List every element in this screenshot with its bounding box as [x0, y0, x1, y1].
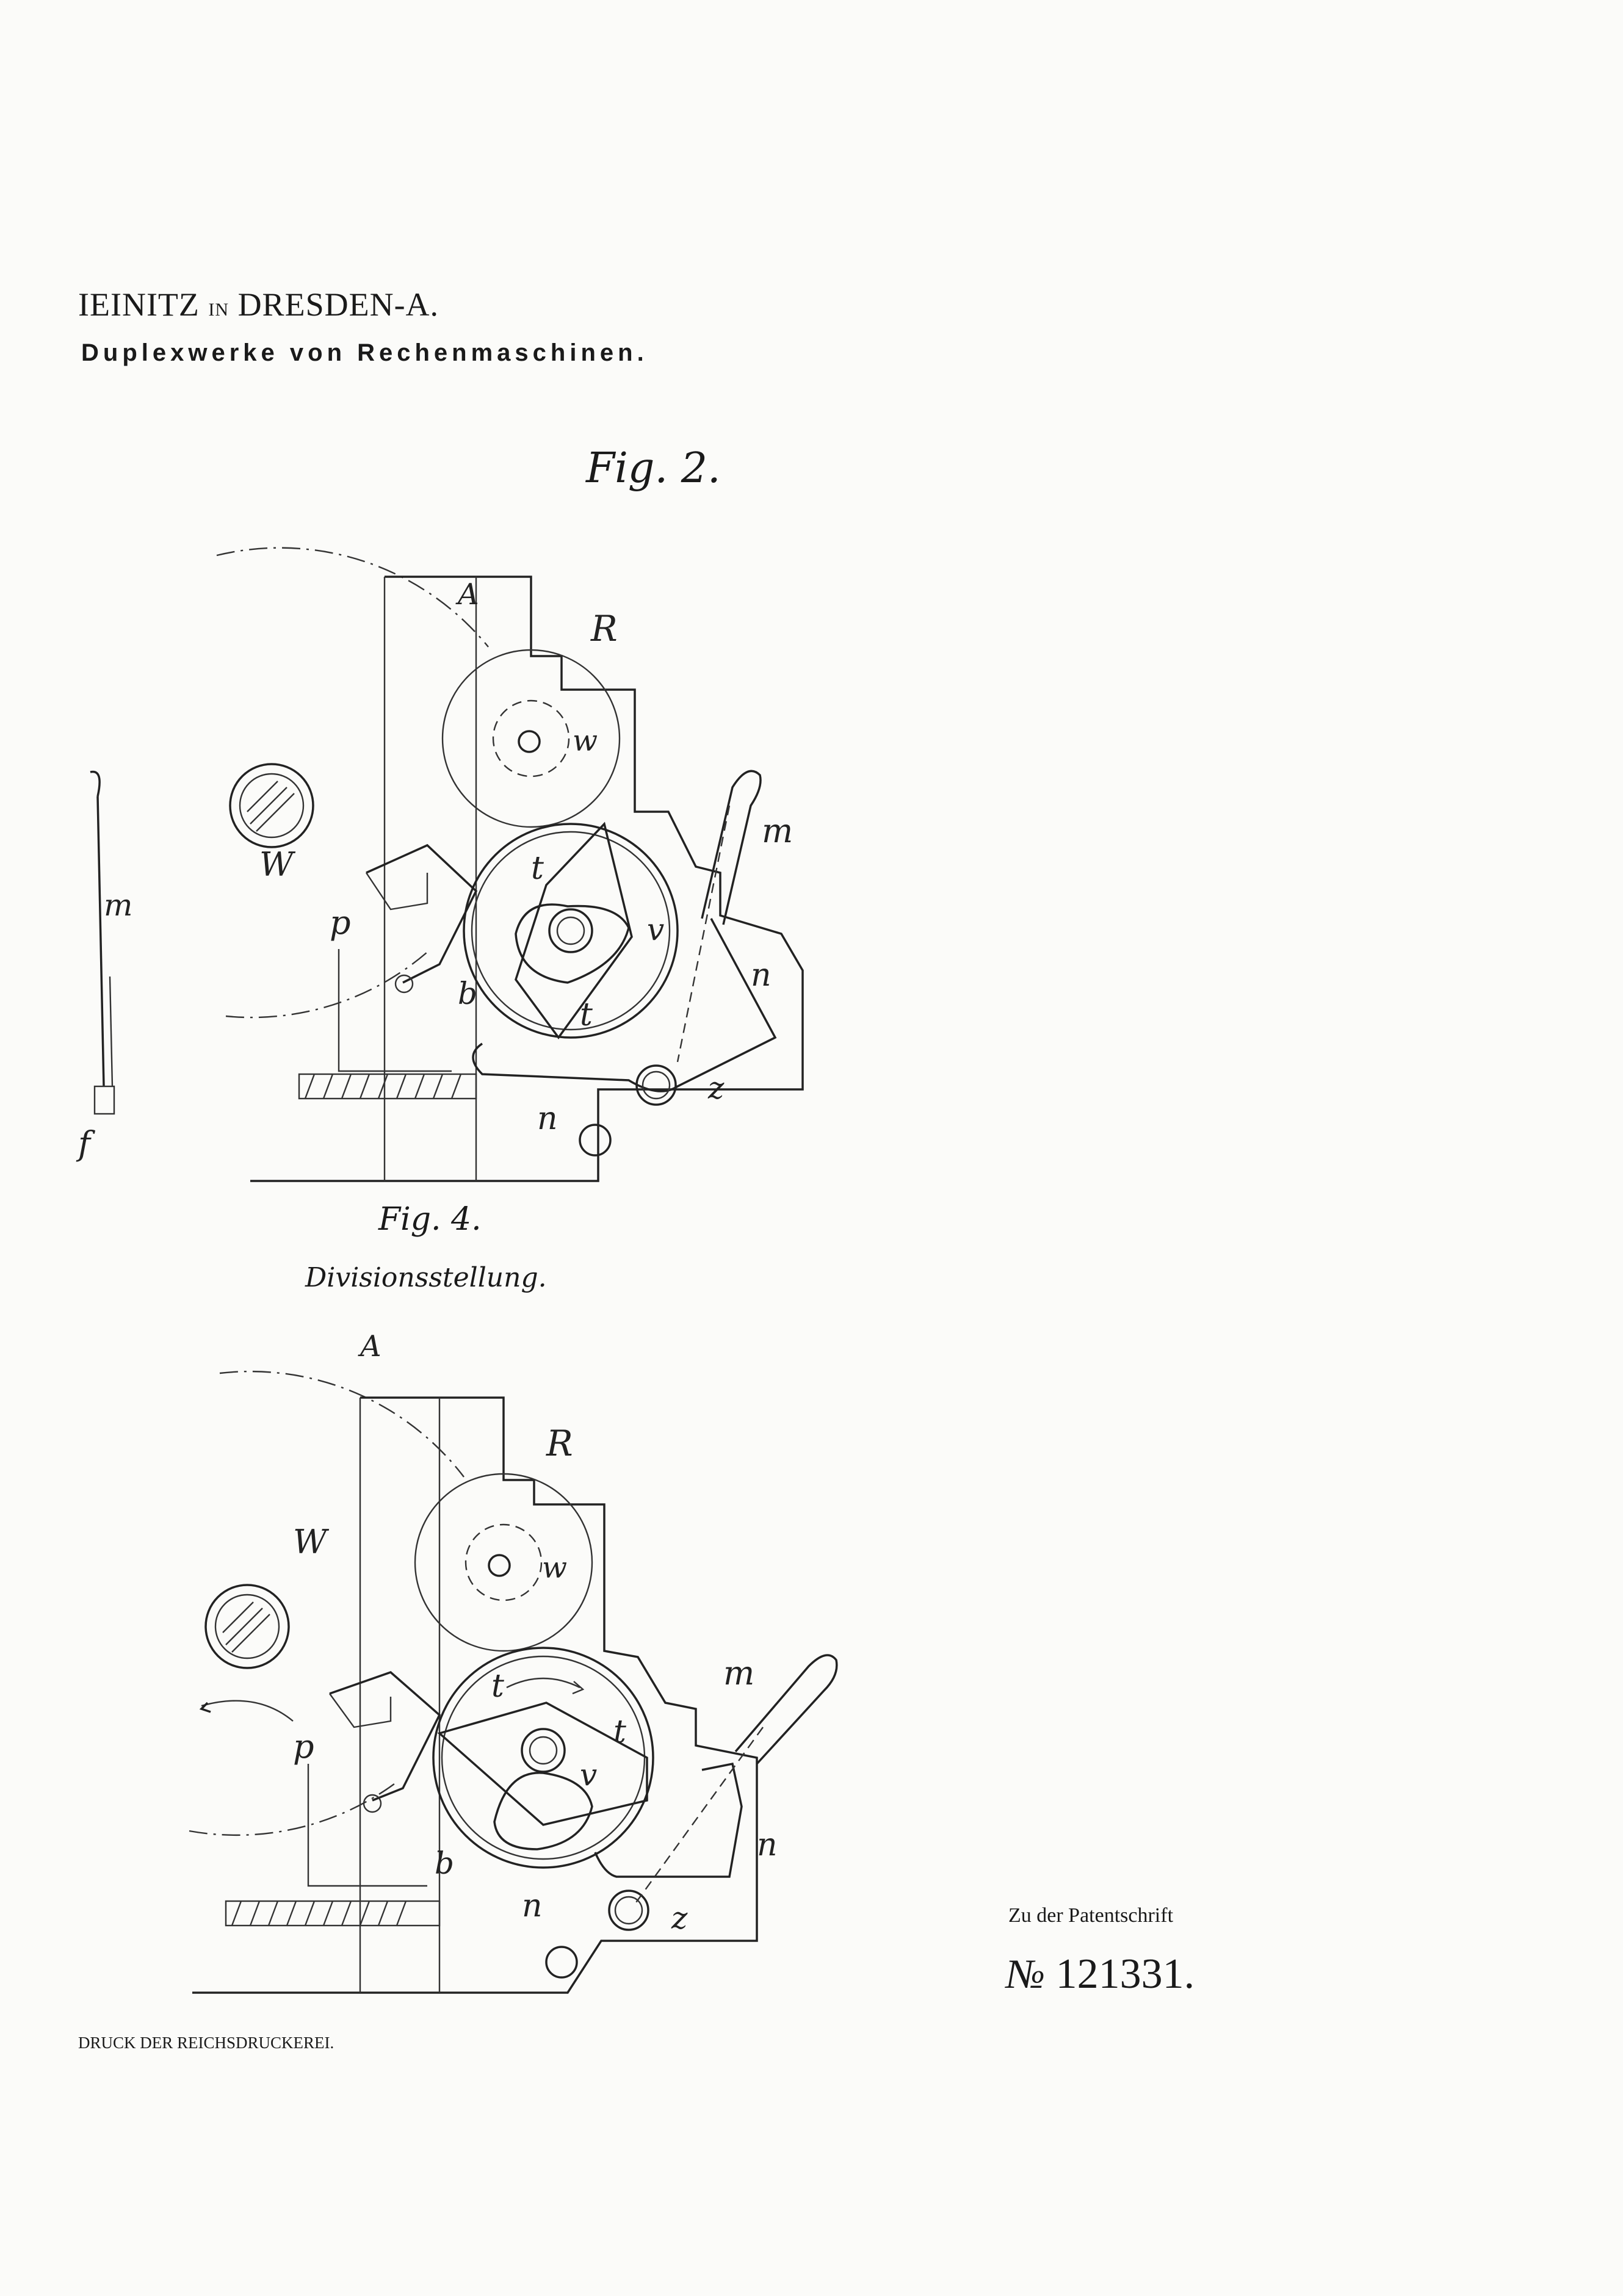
fig4-part-n2: n — [522, 1888, 543, 1924]
fig2-part-m: m — [762, 812, 793, 850]
fig2-part-R: R — [590, 608, 618, 649]
fig2-part-p: p — [330, 903, 351, 942]
fig2-part-W: W — [259, 845, 296, 884]
fig2-part-t2: t — [580, 997, 593, 1033]
fig4-part-b: b — [435, 1846, 454, 1881]
fig4-part-t1: t — [491, 1668, 504, 1705]
number-sign: № — [1006, 1951, 1046, 1997]
fig4-part-R: R — [546, 1423, 573, 1464]
fig4-part-z: z — [671, 1901, 688, 1936]
author-name: IEINITZ — [78, 286, 200, 323]
fig2-part-A: A — [455, 577, 479, 612]
patent-title: Duplexwerke von Rechenmaschinen. — [81, 339, 648, 366]
fig2-part-v: v — [647, 912, 664, 947]
header-author: IEINITZ IN DRESDEN-A. — [78, 286, 439, 323]
fig4-label: Fig. 4. — [378, 1201, 482, 1238]
fig4-part-w: w — [542, 1551, 567, 1585]
fig4-part-A: A — [358, 1329, 381, 1363]
fig4-caption: Divisionsstellung. — [305, 1262, 547, 1293]
fig4-part-W: W — [293, 1523, 330, 1561]
fig2-part-t1: t — [531, 850, 544, 887]
fig4-part-t2: t — [613, 1714, 626, 1750]
fig2-part-w: w — [573, 724, 598, 758]
side-part-m: m — [104, 887, 132, 923]
fig2-part-n2: n — [537, 1100, 558, 1137]
fig2-part-n1: n — [751, 957, 772, 994]
fig2-label: Fig. 2. — [586, 444, 721, 493]
fig4-part-m: m — [723, 1654, 754, 1692]
fig4-part-p: p — [293, 1727, 314, 1766]
fig4-part-v: v — [580, 1757, 597, 1792]
printer-imprint: DRUCK DER REICHSDRUCKEREI. — [78, 2034, 334, 2052]
fig2-part-b: b — [458, 976, 477, 1011]
fig2-part-z: z — [707, 1070, 725, 1106]
patent-number: № 121331. — [1006, 1950, 1195, 1999]
patent-reference-text: Zu der Patentschrift — [1008, 1904, 1174, 1927]
author-in: IN — [208, 300, 230, 320]
patent-number-value: 121331. — [1055, 1951, 1195, 1998]
author-city: DRESDEN-A. — [237, 286, 439, 323]
fig4-part-n1: n — [757, 1827, 778, 1863]
